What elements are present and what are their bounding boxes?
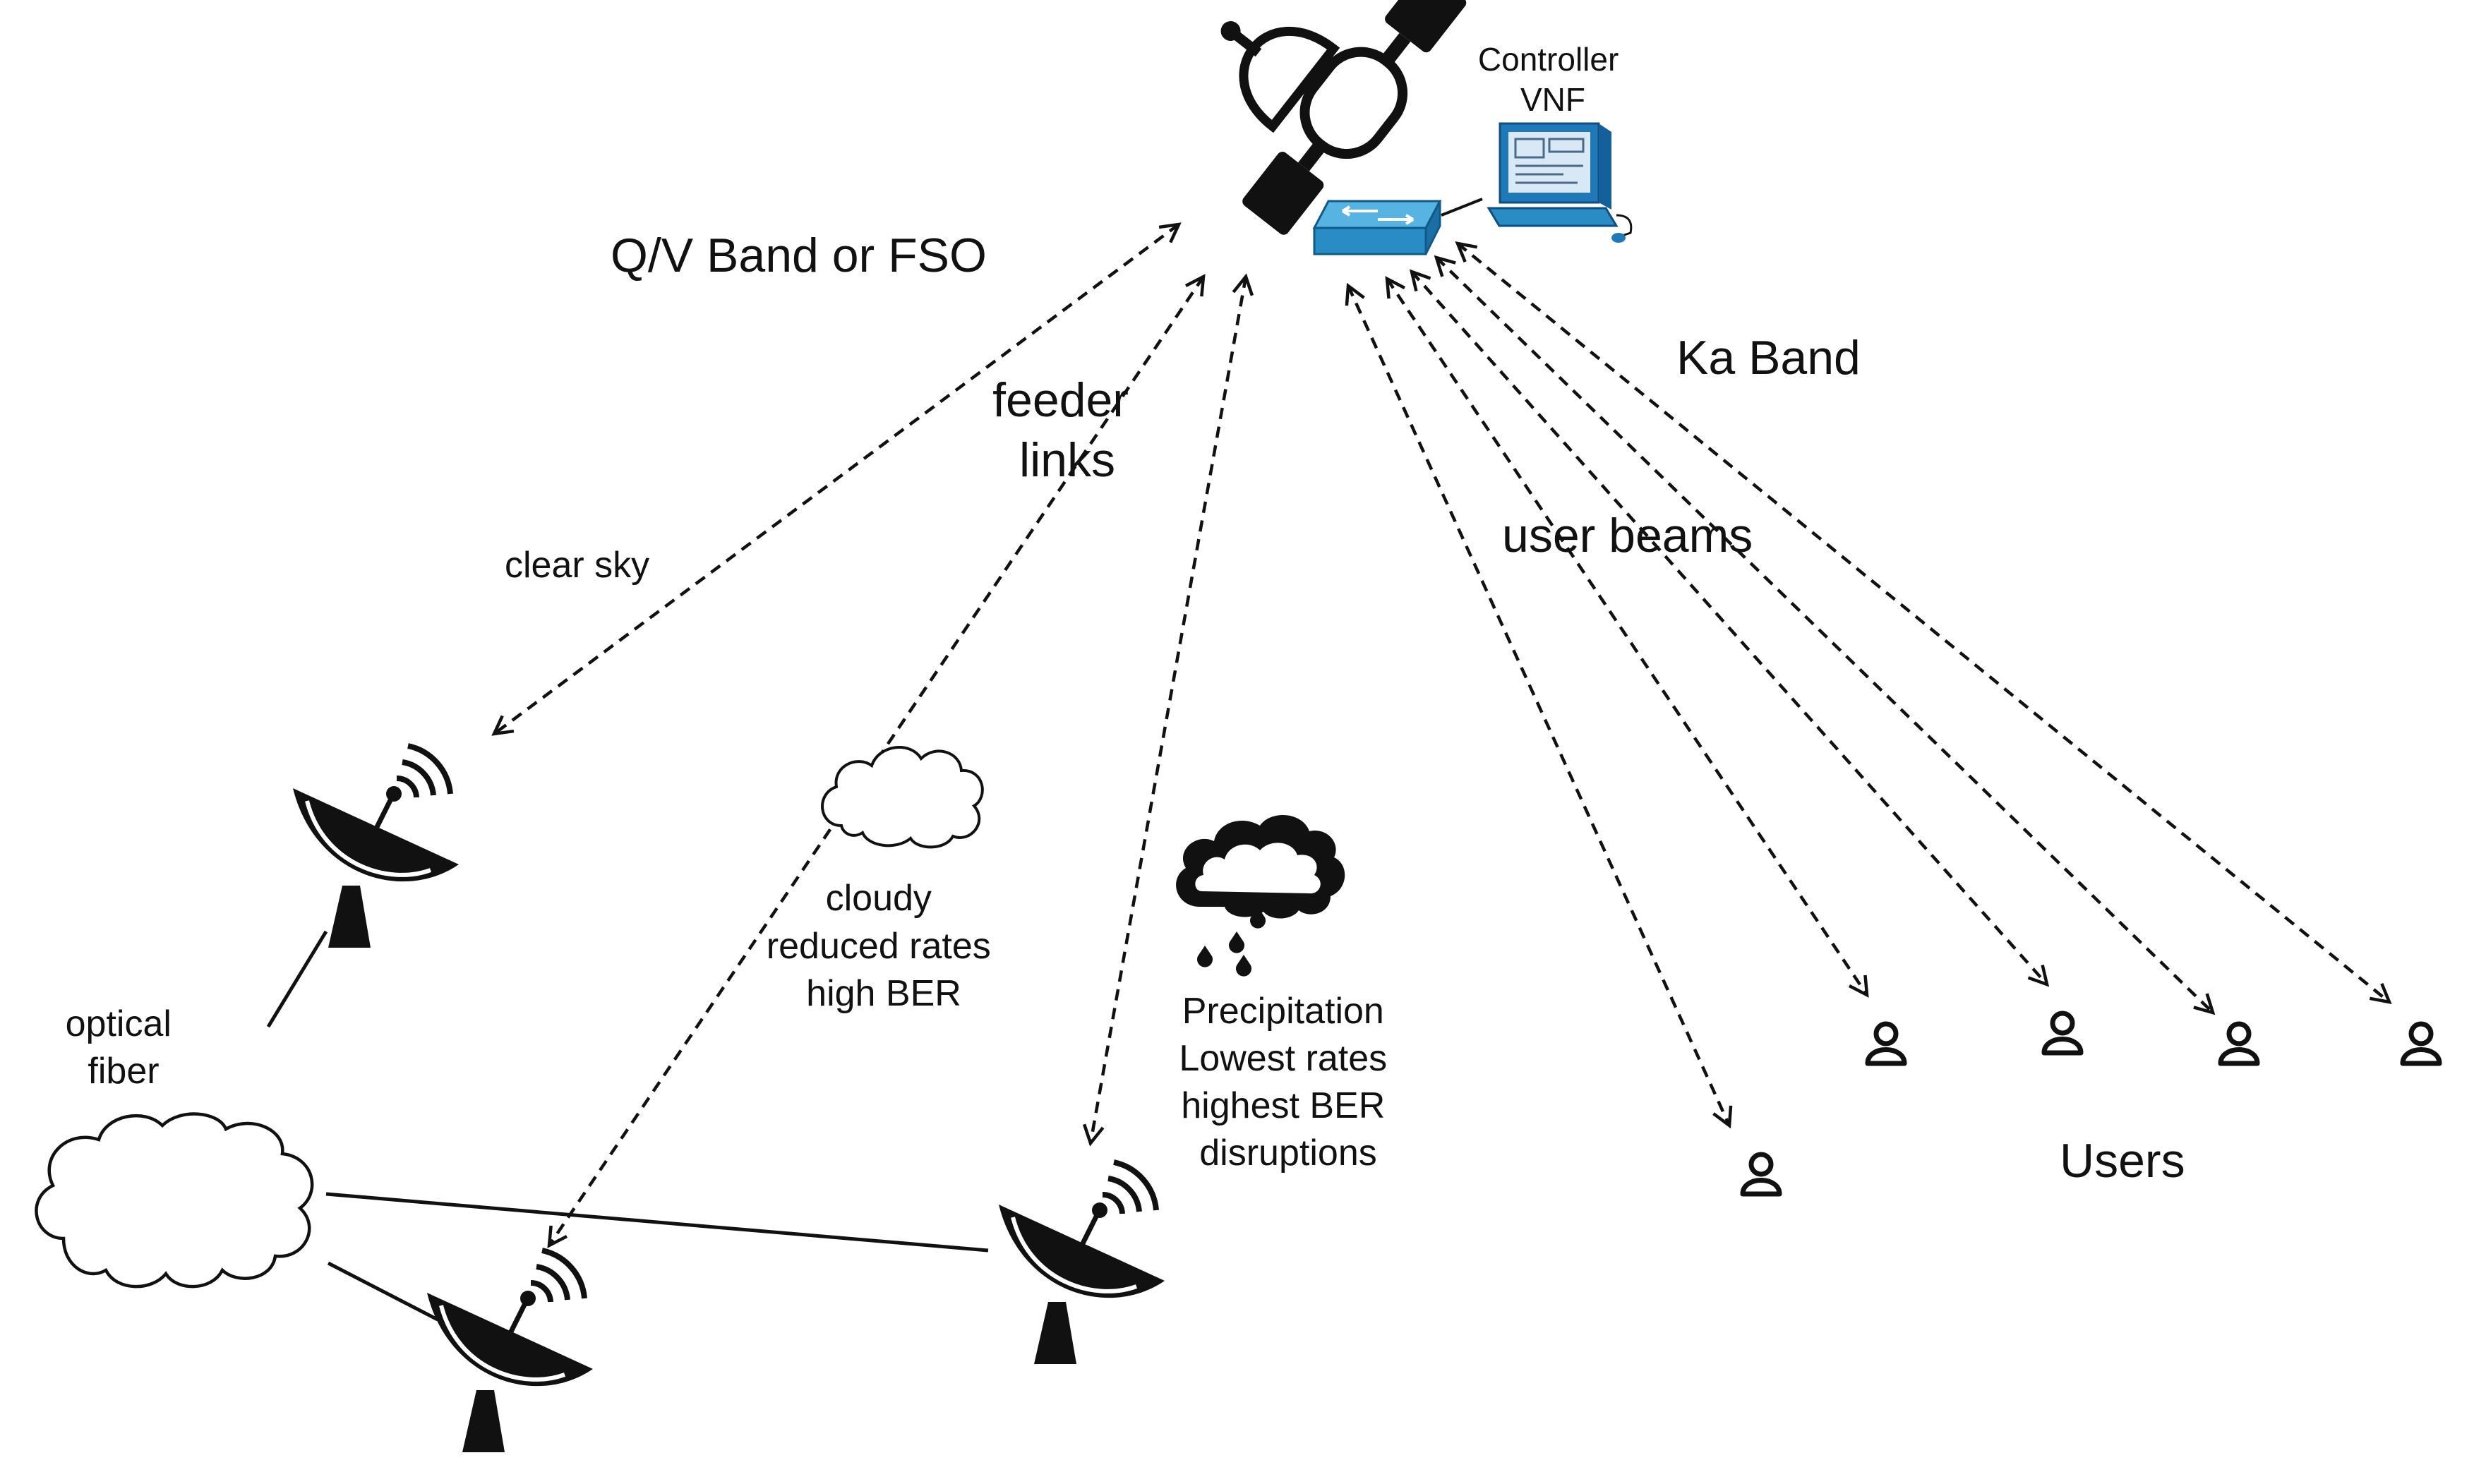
ka-band-label: Ka Band: [1676, 331, 1861, 385]
feeder-link-precipitation: [1091, 277, 1246, 1143]
fiber-link-right: [325, 1192, 989, 1253]
controller-computer-icon: [1487, 122, 1633, 243]
optical-fiber-label-line1: optical: [66, 1003, 172, 1044]
controller-vnf-label-line2: VNF: [1520, 81, 1585, 118]
ground-station-dish-icon: [999, 1159, 1165, 1364]
cloudy-label: cloudy reduced rates high BER: [767, 878, 1001, 1014]
feeder-links-label: feeder links: [992, 373, 1142, 487]
precipitation-label-line4: disruptions: [1199, 1133, 1376, 1174]
cloud-icon: [821, 746, 984, 849]
cloudy-label-line1: cloudy: [826, 878, 932, 919]
user-icon: [2041, 1011, 2084, 1056]
feeder-links: [494, 224, 1246, 1245]
fiber-link-bottom: [327, 1261, 439, 1322]
optical-fiber-label: optical fiber: [66, 1003, 182, 1092]
rain-cloud-icon: [1176, 815, 1345, 977]
controller-vnf-label-line1: Controller: [1478, 41, 1619, 78]
cloudy-label-line3: high BER: [806, 973, 961, 1014]
user-icon: [2400, 1021, 2442, 1066]
user-beams-label: user beams: [1502, 509, 1753, 562]
network-switch-icon: [1312, 200, 1442, 255]
ground-station-dish-icon: [293, 743, 459, 948]
user-beam-5: [1458, 243, 2389, 1002]
precipitation-label: Precipitation Lowest rates highest BER d…: [1179, 991, 1397, 1174]
cloudy-label-line2: reduced rates: [767, 926, 991, 967]
precipitation-label-line2: Lowest rates: [1179, 1038, 1387, 1079]
clear-sky-label: clear sky: [505, 545, 649, 586]
user-icon: [1865, 1021, 1907, 1066]
satellite-icon: [1220, 0, 1467, 235]
feeder-links-label-line2: links: [1019, 433, 1115, 487]
precipitation-label-line1: Precipitation: [1182, 991, 1384, 1032]
cloud-icon: [35, 1112, 314, 1289]
user-icon: [1740, 1152, 1782, 1197]
users-label: Users: [2060, 1134, 2185, 1188]
user-beam-1: [1348, 286, 1729, 1126]
precipitation-label-line3: highest BER: [1181, 1085, 1385, 1126]
user-beams: [1348, 243, 2389, 1126]
optical-fiber-links: [266, 930, 989, 1322]
controller-vnf-label: Controller VNF: [1478, 41, 1628, 118]
feeder-links-label-line1: feeder: [992, 373, 1129, 427]
user-beam-2: [1387, 279, 1867, 995]
optical-fiber-label-line2: fiber: [88, 1051, 159, 1092]
qv-band-label: Q/V Band or FSO: [611, 229, 987, 282]
switch-controller-link: [1441, 198, 1483, 217]
ground-station-dish-icon: [427, 1248, 593, 1452]
user-icon: [2218, 1021, 2260, 1066]
fiber-link-top: [266, 930, 328, 1028]
